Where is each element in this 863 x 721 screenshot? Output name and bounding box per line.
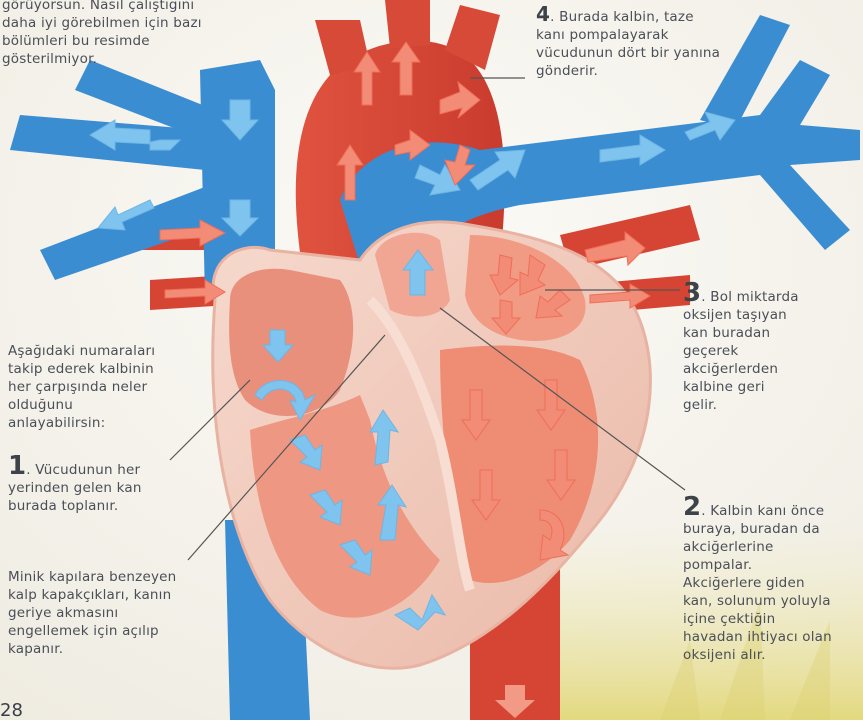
step4-line-3: vücudunun dört bir yanına [536, 44, 796, 62]
intro-text: görüyorsun. Nasıl çalıştığını daha iyi g… [2, 0, 272, 68]
steps-intro-line-4: olduğunu [8, 396, 198, 414]
steps-intro-line-3: her çarpışında neler [8, 378, 198, 396]
step4-number: 4 [536, 2, 550, 26]
step4-line-2: kanı pompalayarak [536, 26, 796, 44]
step3-line-5: akciğerlerden [683, 360, 853, 378]
step2-line-9: oksijeni alır. [683, 646, 861, 664]
step3-number: 3 [683, 278, 701, 308]
valves-line-1: Minik kapılara benzeyen [8, 568, 208, 586]
step2-line-8: havadan ihtiyacı olan [683, 628, 861, 646]
valves-text: Minik kapılara benzeyen kalp kapakçıklar… [8, 568, 208, 658]
step1-text: 1. Vücudunun her yerinden gelen kan bura… [8, 455, 198, 515]
valves-line-5: kapanır. [8, 640, 208, 658]
step3-line-7: gelir. [683, 396, 853, 414]
step4-text: 4. Burada kalbin, taze kanı pompalayarak… [536, 5, 796, 80]
step1-line-1: . Vücudunun her [26, 462, 140, 478]
step2-text: 2. Kalbin kanı önce buraya, buradan da a… [683, 496, 861, 664]
step2-line-1: . Kalbin kanı önce [701, 503, 824, 519]
steps-intro-line-5: anlayabilirsin: [8, 414, 198, 432]
step3-text: 3. Bol miktarda oksijen taşıyan kan bura… [683, 282, 853, 414]
step4-line-1: . Burada kalbin, taze [550, 9, 694, 25]
step3-line-3: kan buradan [683, 324, 853, 342]
step1-line-2: yerinden gelen kan [8, 479, 198, 497]
step4-line-4: gönderir. [536, 62, 796, 80]
step2-line-6: kan, solunum yoluyla [683, 592, 861, 610]
step3-line-2: oksijen taşıyan [683, 306, 853, 324]
step3-line-1: . Bol miktarda [701, 289, 798, 305]
step3-line-6: kalbine geri [683, 378, 853, 396]
step3-line-4: geçerek [683, 342, 853, 360]
step2-line-3: akciğerlerine [683, 538, 861, 556]
page-number: 28 [0, 700, 23, 721]
intro-line-1: görüyorsun. Nasıl çalıştığını [2, 0, 272, 14]
arch-vessel-2 [385, 0, 430, 48]
steps-intro-line-2: takip ederek kalbinin [8, 360, 198, 378]
step2-line-2: buraya, buradan da [683, 520, 861, 538]
step2-number: 2 [683, 492, 701, 522]
steps-intro-line-1: Aşağıdaki numaraları [8, 342, 198, 360]
step2-line-5: Akciğerlere giden [683, 574, 861, 592]
step1-line-3: burada toplanır. [8, 497, 198, 515]
step2-line-4: pompalar. [683, 556, 861, 574]
steps-intro-text: Aşağıdaki numaraları takip ederek kalbin… [8, 342, 198, 432]
valves-line-2: kalp kapakçıkları, kanın [8, 586, 208, 604]
step1-number: 1 [8, 451, 26, 481]
intro-line-2: daha iyi görebilmen için bazı [2, 14, 272, 32]
step2-line-7: içine çektiğin [683, 610, 861, 628]
valves-line-3: geriye akmasını [8, 604, 208, 622]
intro-line-3: bölümleri bu resimde [2, 32, 272, 50]
valves-line-4: engellemek için açılıp [8, 622, 208, 640]
intro-line-4: gösterilmiyor. [2, 50, 272, 68]
